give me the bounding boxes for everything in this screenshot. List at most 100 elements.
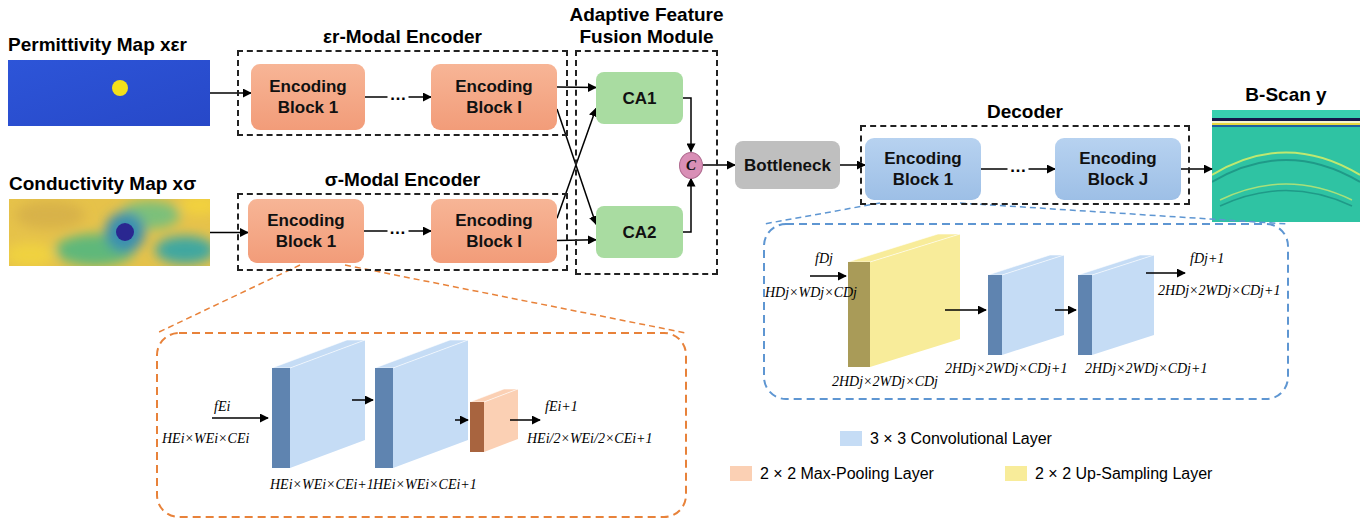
attention-box: CA2 (596, 206, 683, 258)
group-heading: σ-Modal Encoder (325, 169, 481, 191)
dimension-label: 2HDj×2WDj×CDj+1 (1085, 360, 1207, 377)
hyperbola (1212, 160, 1360, 182)
slab-top (272, 340, 365, 368)
slab-front (470, 402, 484, 452)
layer-slab (272, 340, 365, 468)
connector-arrow (703, 164, 735, 166)
node-label: CA2 (622, 222, 656, 243)
dimension-label: HEi/2×WEi/2×CEi+1 (527, 430, 653, 447)
slab-front (848, 262, 870, 367)
encoding-block: Encoding Block 1 (251, 64, 365, 130)
group-heading: Permittivity Map xεr (8, 34, 187, 56)
scan-ground (1212, 110, 1360, 222)
encoding-block: Encoding Block I (431, 199, 557, 263)
layer-slab (375, 340, 468, 468)
slab-top (470, 389, 518, 402)
legend-swatch (1005, 466, 1027, 481)
scan-band (1212, 118, 1360, 121)
slab-front (988, 275, 1002, 355)
target-circle (116, 223, 134, 241)
node-label: Encoding Block J (1055, 148, 1181, 190)
map-texture (9, 199, 210, 266)
zoom-line (764, 203, 880, 224)
zoom-line (960, 203, 1288, 224)
blob (155, 236, 210, 264)
encoding-block: Encoding Block I (431, 64, 557, 130)
slab-top (988, 255, 1064, 275)
target-circle (112, 80, 128, 96)
slab-top (1078, 255, 1154, 275)
flow-arrow (352, 399, 373, 401)
edge-label: … (1008, 158, 1029, 176)
blob (15, 201, 85, 229)
dimension-label: 2HDj×2WDj×CDj (832, 373, 938, 390)
scan-band (1212, 125, 1360, 127)
image-panel: Conductivity Map xσ (9, 199, 210, 266)
node-label: Bottleneck (744, 155, 831, 176)
group-heading: Adaptive Feature Fusion Module (547, 4, 747, 48)
connector-arrow (683, 98, 691, 152)
node-label: Encoding Block I (431, 76, 557, 118)
flow-arrow (810, 275, 846, 277)
legend-swatch (840, 431, 862, 446)
flow-arrow (1146, 272, 1185, 274)
slab-front (375, 368, 393, 468)
edge-label: … (388, 86, 409, 104)
layer-arrows (212, 273, 1185, 420)
flow-arrow (1055, 309, 1076, 311)
dimension-label: fEi (214, 398, 230, 415)
group-heading: B-Scan y (1245, 84, 1326, 106)
edge-label: … (387, 220, 408, 238)
slab-front (1078, 275, 1092, 355)
module-group: Adaptive Feature Fusion ModuleCA1CA2C (575, 50, 718, 275)
node-label: Encoding Block 1 (865, 148, 981, 190)
image-panel: B-Scan y (1212, 110, 1360, 222)
conductivity-map (9, 199, 210, 266)
dimension-label: HDj×WDj×CDj (765, 284, 857, 301)
dimension-label: 2HDj×2WDj×CDj+1 (945, 360, 1067, 377)
decoder-detail-callout (764, 224, 1288, 399)
dimension-label: 2HDj×2WDj×CDj+1 (1158, 282, 1280, 299)
flow-arrow (510, 419, 540, 421)
slab-top (375, 340, 468, 368)
legend-text: 2 × 2 Up-Sampling Layer (1035, 465, 1212, 483)
legend-text: 2 × 2 Max-Pooling Layer (760, 465, 934, 483)
zoom-line (157, 265, 300, 333)
flow-arrow (945, 309, 986, 311)
flow-arrow (212, 417, 268, 419)
node-label: Encoding Block 1 (248, 210, 364, 252)
decoding-block: Encoding Block 1 (865, 138, 981, 200)
dimension-label: fDj+1 (1190, 250, 1224, 267)
layer-slab (1078, 255, 1154, 355)
bottleneck-box: Bottleneck (735, 141, 840, 189)
connector-arrow (210, 232, 248, 234)
connector-arrow (683, 179, 691, 233)
dimension-label: HEi×WEi×CEi+1 (373, 476, 477, 493)
map-ground (8, 60, 210, 126)
permittivity-map (8, 60, 210, 126)
legend-swatch (730, 466, 752, 481)
hyperbola (1220, 191, 1352, 207)
layer-slab (848, 234, 960, 367)
scan-band (1212, 123, 1360, 125)
layer-slab (988, 255, 1064, 355)
dimension-label: HEi×WEi×CEi (162, 430, 249, 447)
node-label: CA1 (622, 88, 656, 109)
blob (180, 199, 210, 215)
blob (9, 243, 55, 266)
slab-front (272, 368, 290, 468)
dimension-label: fEi+1 (545, 398, 578, 415)
scan-band (1212, 121, 1360, 123)
connector-arrow (1181, 168, 1212, 170)
dimension-label: fDj (815, 250, 833, 267)
zoom-line (345, 265, 686, 333)
flow-arrow (455, 419, 468, 421)
concat-circle: C (679, 152, 703, 179)
blob (105, 212, 145, 252)
connector-arrow (210, 92, 251, 94)
group-heading: εr-Modal Encoder (323, 26, 482, 48)
encoder-detail-callout (157, 333, 686, 517)
encoding-block: Encoding Block 1 (248, 199, 364, 263)
group-heading: Conductivity Map xσ (9, 173, 196, 195)
